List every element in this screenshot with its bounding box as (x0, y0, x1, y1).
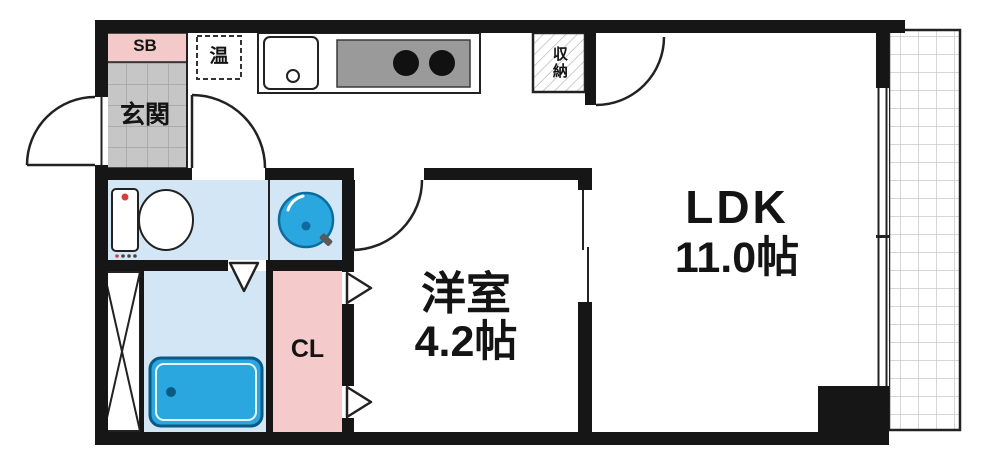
sink-drain (286, 69, 300, 83)
toilet (111, 188, 194, 258)
burner-left-icon (393, 50, 419, 76)
balcony (887, 28, 962, 432)
wall-bottom (95, 432, 889, 445)
closet-door-marker-bottom (345, 385, 373, 419)
closet-floor (273, 271, 342, 432)
water-heater-box (196, 35, 242, 80)
entrance-door-arc (25, 95, 96, 166)
ldk-door-arc (595, 36, 666, 107)
pillar (818, 386, 889, 432)
kitchen-sink (263, 36, 319, 90)
ldk-door-leaf (585, 33, 596, 105)
wall-bath-closet (266, 271, 273, 432)
genkan-floor (102, 61, 188, 169)
wall-westroom-ldk-2 (578, 302, 592, 432)
pipe-shaft (103, 271, 141, 432)
wall-top (95, 20, 905, 33)
bath-door-marker (228, 261, 260, 293)
folding-door-markers (228, 261, 373, 419)
wall-hall-b (265, 168, 344, 180)
wall-westroom-ldk-1 (578, 168, 592, 190)
wall-westroom-left-2 (342, 304, 354, 386)
westroom-door-leaf (348, 180, 355, 250)
wall-westroom-left-3 (342, 418, 354, 432)
wall-vanity-b (266, 260, 344, 271)
window (876, 88, 889, 386)
westroom-door-arc (351, 179, 424, 252)
wall-hall-c (424, 168, 592, 180)
closet-door-marker-top (345, 271, 373, 305)
vanity-door-arc (191, 93, 267, 169)
wall-left (95, 20, 108, 445)
shoebox (102, 32, 188, 63)
wall-hall-a (95, 168, 192, 180)
burner-right-icon (429, 50, 455, 76)
kitchen-counter (257, 32, 481, 94)
wall-vanity-a (95, 260, 228, 271)
storage-box (531, 31, 587, 94)
washbasin (277, 191, 335, 249)
door-swings (25, 36, 666, 302)
bathtub (148, 356, 264, 428)
